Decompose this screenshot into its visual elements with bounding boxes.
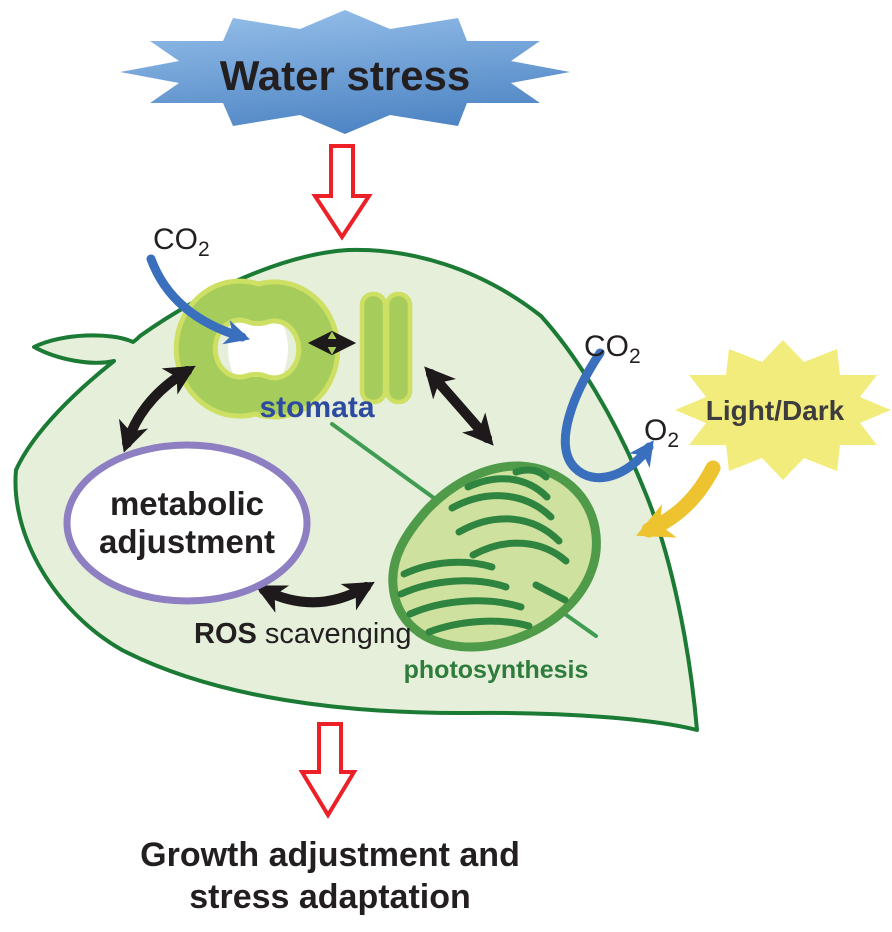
stomata-metabolic-arrow-icon: [118, 365, 196, 453]
stoma-closed-icon: [359, 291, 413, 405]
thylakoid-lines: [397, 466, 570, 636]
leaf-veins: [330, 422, 598, 638]
stomata-label: stomata: [259, 391, 374, 424]
metabolic-ellipse: [63, 441, 311, 605]
guard-cell-right: [384, 291, 413, 405]
outcome-label-line2: stress adaptation: [189, 878, 471, 916]
o2-label: O2: [644, 414, 679, 452]
gas-exchange-arrow-icon: [560, 348, 654, 483]
stoma-open-icon: [173, 278, 341, 420]
light-arrow-icon: [636, 460, 721, 538]
light-dark-burst-icon: [675, 340, 891, 480]
outcome-label-line1: Growth adjustment and: [140, 836, 520, 874]
photosynthesis-label: photosynthesis: [404, 656, 589, 684]
light-dark-label: Light/Dark: [706, 395, 845, 426]
guard-cell-left: [178, 283, 273, 414]
leaf-vein: [330, 422, 440, 503]
water-stress-burst-icon: [120, 10, 570, 134]
stomata-photosynthesis-arrow-icon: [424, 366, 494, 446]
guard-cell-left: [359, 291, 388, 405]
metabolic-label-line1: metabolic: [110, 485, 264, 522]
cycle-arrows: [118, 365, 494, 613]
down-arrow-bottom-icon: [298, 722, 358, 819]
co2-uptake-arrow-icon: [146, 254, 251, 345]
chloroplast-icon: [388, 461, 601, 652]
metabolic-photosynthesis-arrow-icon: [254, 581, 375, 613]
leaf-vein: [560, 610, 598, 638]
metabolic-label-line2: adjustment: [99, 523, 275, 560]
water-stress-label: Water stress: [220, 52, 471, 99]
co2-label-right: CO2: [584, 330, 641, 368]
down-arrow-top-icon: [311, 144, 373, 241]
co2-label-left: CO2: [153, 223, 210, 261]
